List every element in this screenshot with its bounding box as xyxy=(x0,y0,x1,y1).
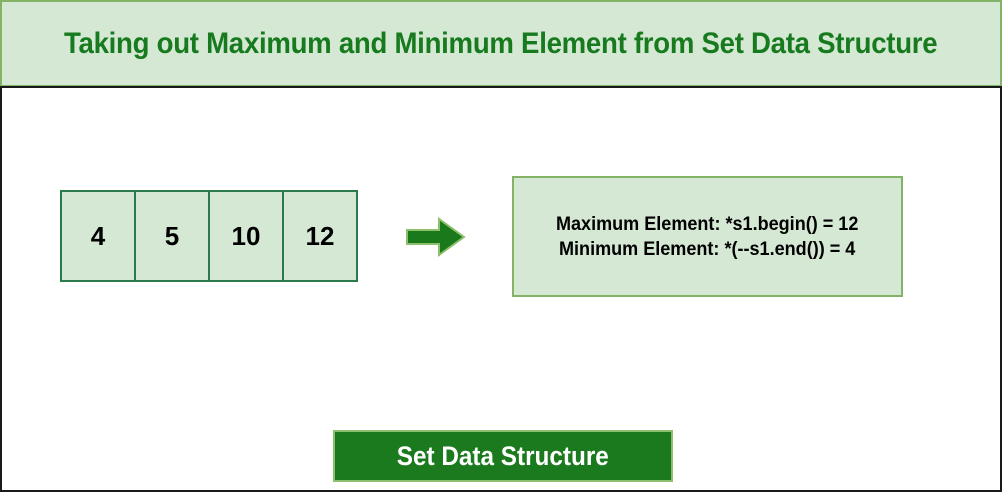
array-cell: 5 xyxy=(134,190,210,282)
diagram-title: Taking out Maximum and Minimum Element f… xyxy=(64,26,938,60)
array-cell: 10 xyxy=(208,190,284,282)
result-box: Maximum Element: *s1.begin() = 12 Minimu… xyxy=(512,176,903,297)
title-banner: Taking out Maximum and Minimum Element f… xyxy=(0,0,1002,87)
array-cell: 12 xyxy=(282,190,358,282)
right-arrow-icon xyxy=(406,217,466,257)
array-cell: 4 xyxy=(60,190,136,282)
footer-label-text: Set Data Structure xyxy=(396,440,610,471)
min-element-line: Minimum Element: *(--s1.end()) = 4 xyxy=(559,238,856,260)
set-data-structure-label: Set Data Structure xyxy=(333,430,673,482)
max-element-line: Maximum Element: *s1.begin() = 12 xyxy=(556,213,859,235)
set-array: 4 5 10 12 xyxy=(60,190,358,282)
result-lines: Maximum Element: *s1.begin() = 12 Minimu… xyxy=(556,212,858,262)
